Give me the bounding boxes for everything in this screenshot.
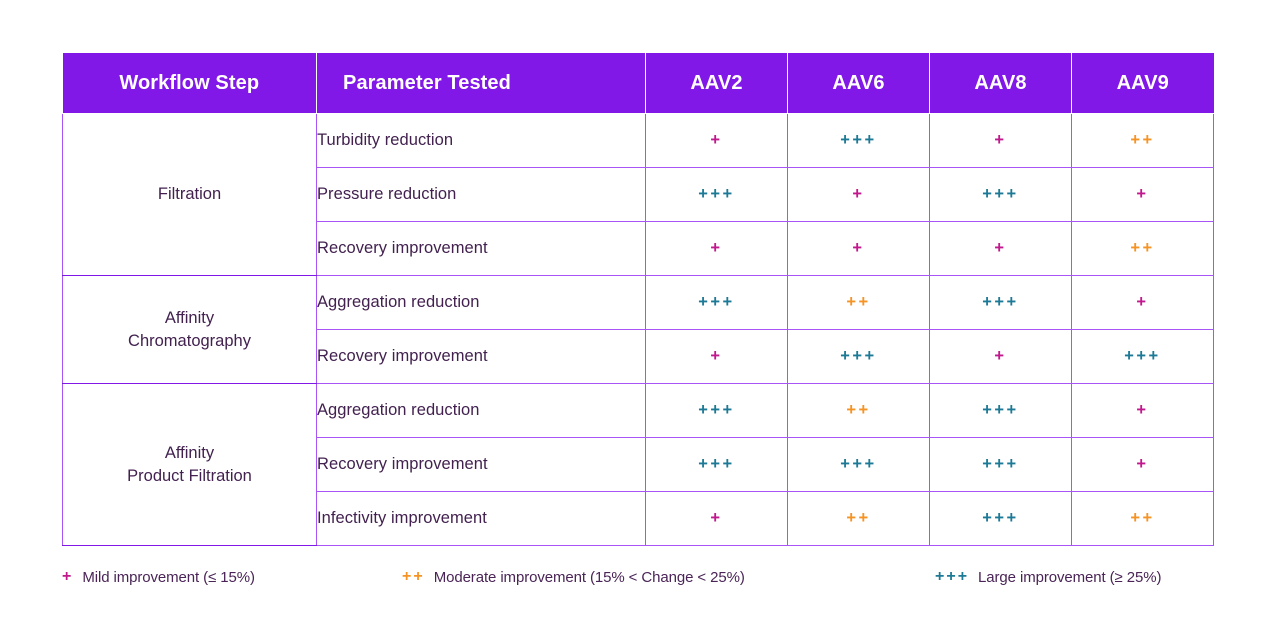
- rating-cell-aav9: +: [1071, 437, 1214, 492]
- rating-cell-aav9: +: [1071, 167, 1214, 222]
- rating-cell-aav6: +: [787, 167, 930, 222]
- rating-cell-aav6: +++: [787, 329, 930, 384]
- legend-label-large: Large improvement (≥ 25%): [978, 568, 1162, 586]
- table-row: Infectivity improvement++++++++: [63, 491, 1214, 546]
- table-row: Recovery improvement++++++++++: [63, 437, 1214, 492]
- parameter-cell: Recovery improvement: [316, 221, 646, 276]
- legend-item-large: +++ Large improvement (≥ 25%): [935, 568, 1161, 586]
- rating-cell-aav8: +++: [929, 167, 1072, 222]
- rating-cell-aav6: +: [787, 221, 930, 276]
- parameter-cell: Recovery improvement: [316, 329, 646, 384]
- rating-cell-aav2: +: [645, 113, 788, 168]
- rating-cell-aav8: +: [929, 113, 1072, 168]
- header-aav2: AAV2: [645, 53, 788, 114]
- rating-cell-aav2: +++: [645, 167, 788, 222]
- parameter-cell: Infectivity improvement: [316, 491, 646, 546]
- rating-cell-aav6: ++: [787, 275, 930, 330]
- table-header: Workflow Step Parameter Tested AAV2 AAV6…: [62, 53, 1214, 114]
- parameter-cell: Aggregation reduction: [316, 383, 646, 438]
- header-aav6: AAV6: [787, 53, 930, 114]
- table-row: Recovery improvement++++++++: [63, 329, 1214, 384]
- parameter-cell: Aggregation reduction: [316, 275, 646, 330]
- rating-cell-aav9: ++: [1071, 113, 1214, 168]
- header-workflow-step: Workflow Step: [62, 53, 317, 114]
- rating-cell-aav2: +: [645, 329, 788, 384]
- rating-cell-aav9: +: [1071, 275, 1214, 330]
- workflow-step-cell: Filtration: [62, 113, 317, 276]
- rating-cell-aav2: +++: [645, 275, 788, 330]
- legend-label-moderate: Moderate improvement (15% < Change < 25%…: [433, 568, 745, 586]
- legend-marker-mild: +: [62, 568, 74, 585]
- rating-cell-aav2: +++: [645, 437, 788, 492]
- table-header-row: Workflow Step Parameter Tested AAV2 AAV6…: [62, 53, 1214, 114]
- header-parameter-tested: Parameter Tested: [316, 53, 646, 114]
- table-row: Pressure reduction++++++++: [63, 167, 1214, 222]
- rating-cell-aav9: +: [1071, 383, 1214, 438]
- legend-item-mild: + Mild improvement (≤ 15%): [62, 568, 255, 586]
- rating-cell-aav9: ++: [1071, 491, 1214, 546]
- rating-cell-aav2: +: [645, 221, 788, 276]
- rating-cell-aav8: +++: [929, 491, 1072, 546]
- rating-cell-aav8: +: [929, 221, 1072, 276]
- rating-cell-aav8: +++: [929, 437, 1072, 492]
- parameter-cell: Turbidity reduction: [316, 113, 646, 168]
- rating-cell-aav9: ++: [1071, 221, 1214, 276]
- parameter-cell: Recovery improvement: [316, 437, 646, 492]
- legend-item-moderate: ++ Moderate improvement (15% < Change < 2…: [402, 568, 745, 586]
- rating-cell-aav2: +: [645, 491, 788, 546]
- table-row: Recovery improvement+++++: [63, 221, 1214, 276]
- rating-cell-aav8: +: [929, 329, 1072, 384]
- aav-improvement-table: Workflow Step Parameter Tested AAV2 AAV6…: [62, 53, 1214, 546]
- rating-cell-aav2: +++: [645, 383, 788, 438]
- header-aav8: AAV8: [929, 53, 1072, 114]
- rating-cell-aav6: ++: [787, 383, 930, 438]
- rating-cell-aav6: ++: [787, 491, 930, 546]
- header-aav9: AAV9: [1071, 53, 1214, 114]
- parameter-cell: Pressure reduction: [316, 167, 646, 222]
- rating-cell-aav8: +++: [929, 275, 1072, 330]
- results-table-container: Workflow Step Parameter Tested AAV2 AAV6…: [62, 53, 1214, 546]
- rating-cell-aav9: +++: [1071, 329, 1214, 384]
- legend-marker-large: +++: [935, 568, 970, 585]
- legend-marker-moderate: ++: [402, 568, 425, 585]
- rating-cell-aav6: +++: [787, 113, 930, 168]
- rating-cell-aav6: +++: [787, 437, 930, 492]
- legend-label-mild: Mild improvement (≤ 15%): [82, 568, 255, 586]
- rating-cell-aav8: +++: [929, 383, 1072, 438]
- legend: + Mild improvement (≤ 15%) ++ Moderate impr…: [62, 566, 1217, 594]
